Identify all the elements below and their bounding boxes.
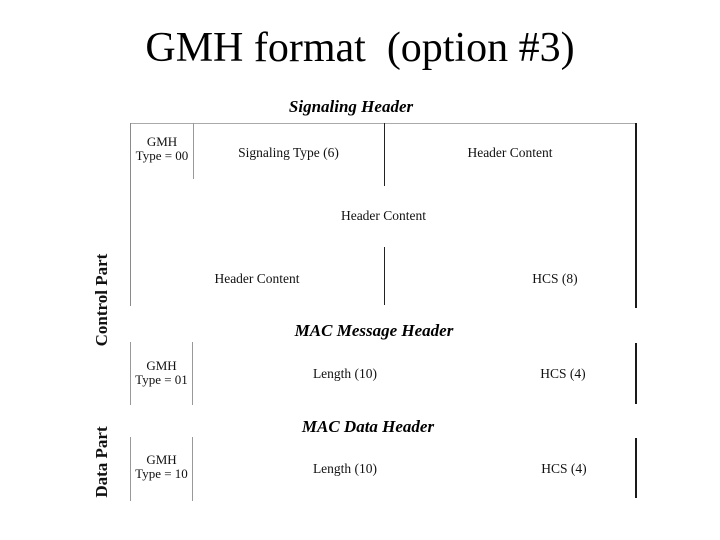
mac-data-length-cell: Length (10) <box>312 461 378 476</box>
signaling-type-cell: Signaling Type (6) <box>238 145 339 160</box>
gmh-type-value: Type = 01 <box>135 372 188 387</box>
header-content-cell-row1: Header Content <box>467 145 553 160</box>
mac-message-length-cell: Length (10) <box>312 366 378 381</box>
signaling-table-gmh-divider <box>193 123 194 179</box>
signaling-table-right-border <box>635 123 637 308</box>
section-label-mac-data-header: MAC Data Header <box>301 417 435 436</box>
section-label-signaling-header: Signaling Header <box>288 97 414 116</box>
data-part-label: Data Part <box>92 426 111 498</box>
mac-data-gmh-left-border <box>130 437 131 501</box>
hcs8-cell: HCS (8) <box>532 271 578 286</box>
control-part-label: Control Part <box>92 253 111 347</box>
mac-message-gmh-type-cell: GMH Type = 01 <box>131 359 192 387</box>
signaling-table-top-border <box>130 123 637 124</box>
mac-message-gmh-left-border <box>130 342 131 405</box>
page-title: GMH format (option #3) <box>145 25 575 71</box>
signaling-gmh-type-cell: GMH Type = 00 <box>131 135 193 163</box>
mac-data-hcs-cell: HCS (4) <box>541 461 587 476</box>
gmh-label: GMH <box>146 134 178 149</box>
signaling-table-row3-divider <box>384 247 385 305</box>
header-content-cell-row2: Header Content <box>340 208 427 223</box>
mac-message-gmh-right-border <box>192 342 193 405</box>
signaling-table-left-border <box>130 123 131 306</box>
mac-data-gmh-type-cell: GMH Type = 10 <box>131 453 192 481</box>
header-content-cell-row3: Header Content <box>214 271 300 286</box>
signaling-table-row1-divider <box>384 123 385 186</box>
gmh-type-value: Type = 10 <box>135 466 188 481</box>
section-label-mac-message-header: MAC Message Header <box>294 321 454 340</box>
gmh-label: GMH <box>146 452 177 467</box>
mac-message-right-border <box>635 343 637 404</box>
mac-message-hcs-cell: HCS (4) <box>540 366 586 381</box>
mac-data-gmh-right-border <box>192 437 193 501</box>
gmh-label: GMH <box>146 358 177 373</box>
gmh-type-value: Type = 00 <box>135 148 189 163</box>
mac-data-right-border <box>635 438 637 498</box>
